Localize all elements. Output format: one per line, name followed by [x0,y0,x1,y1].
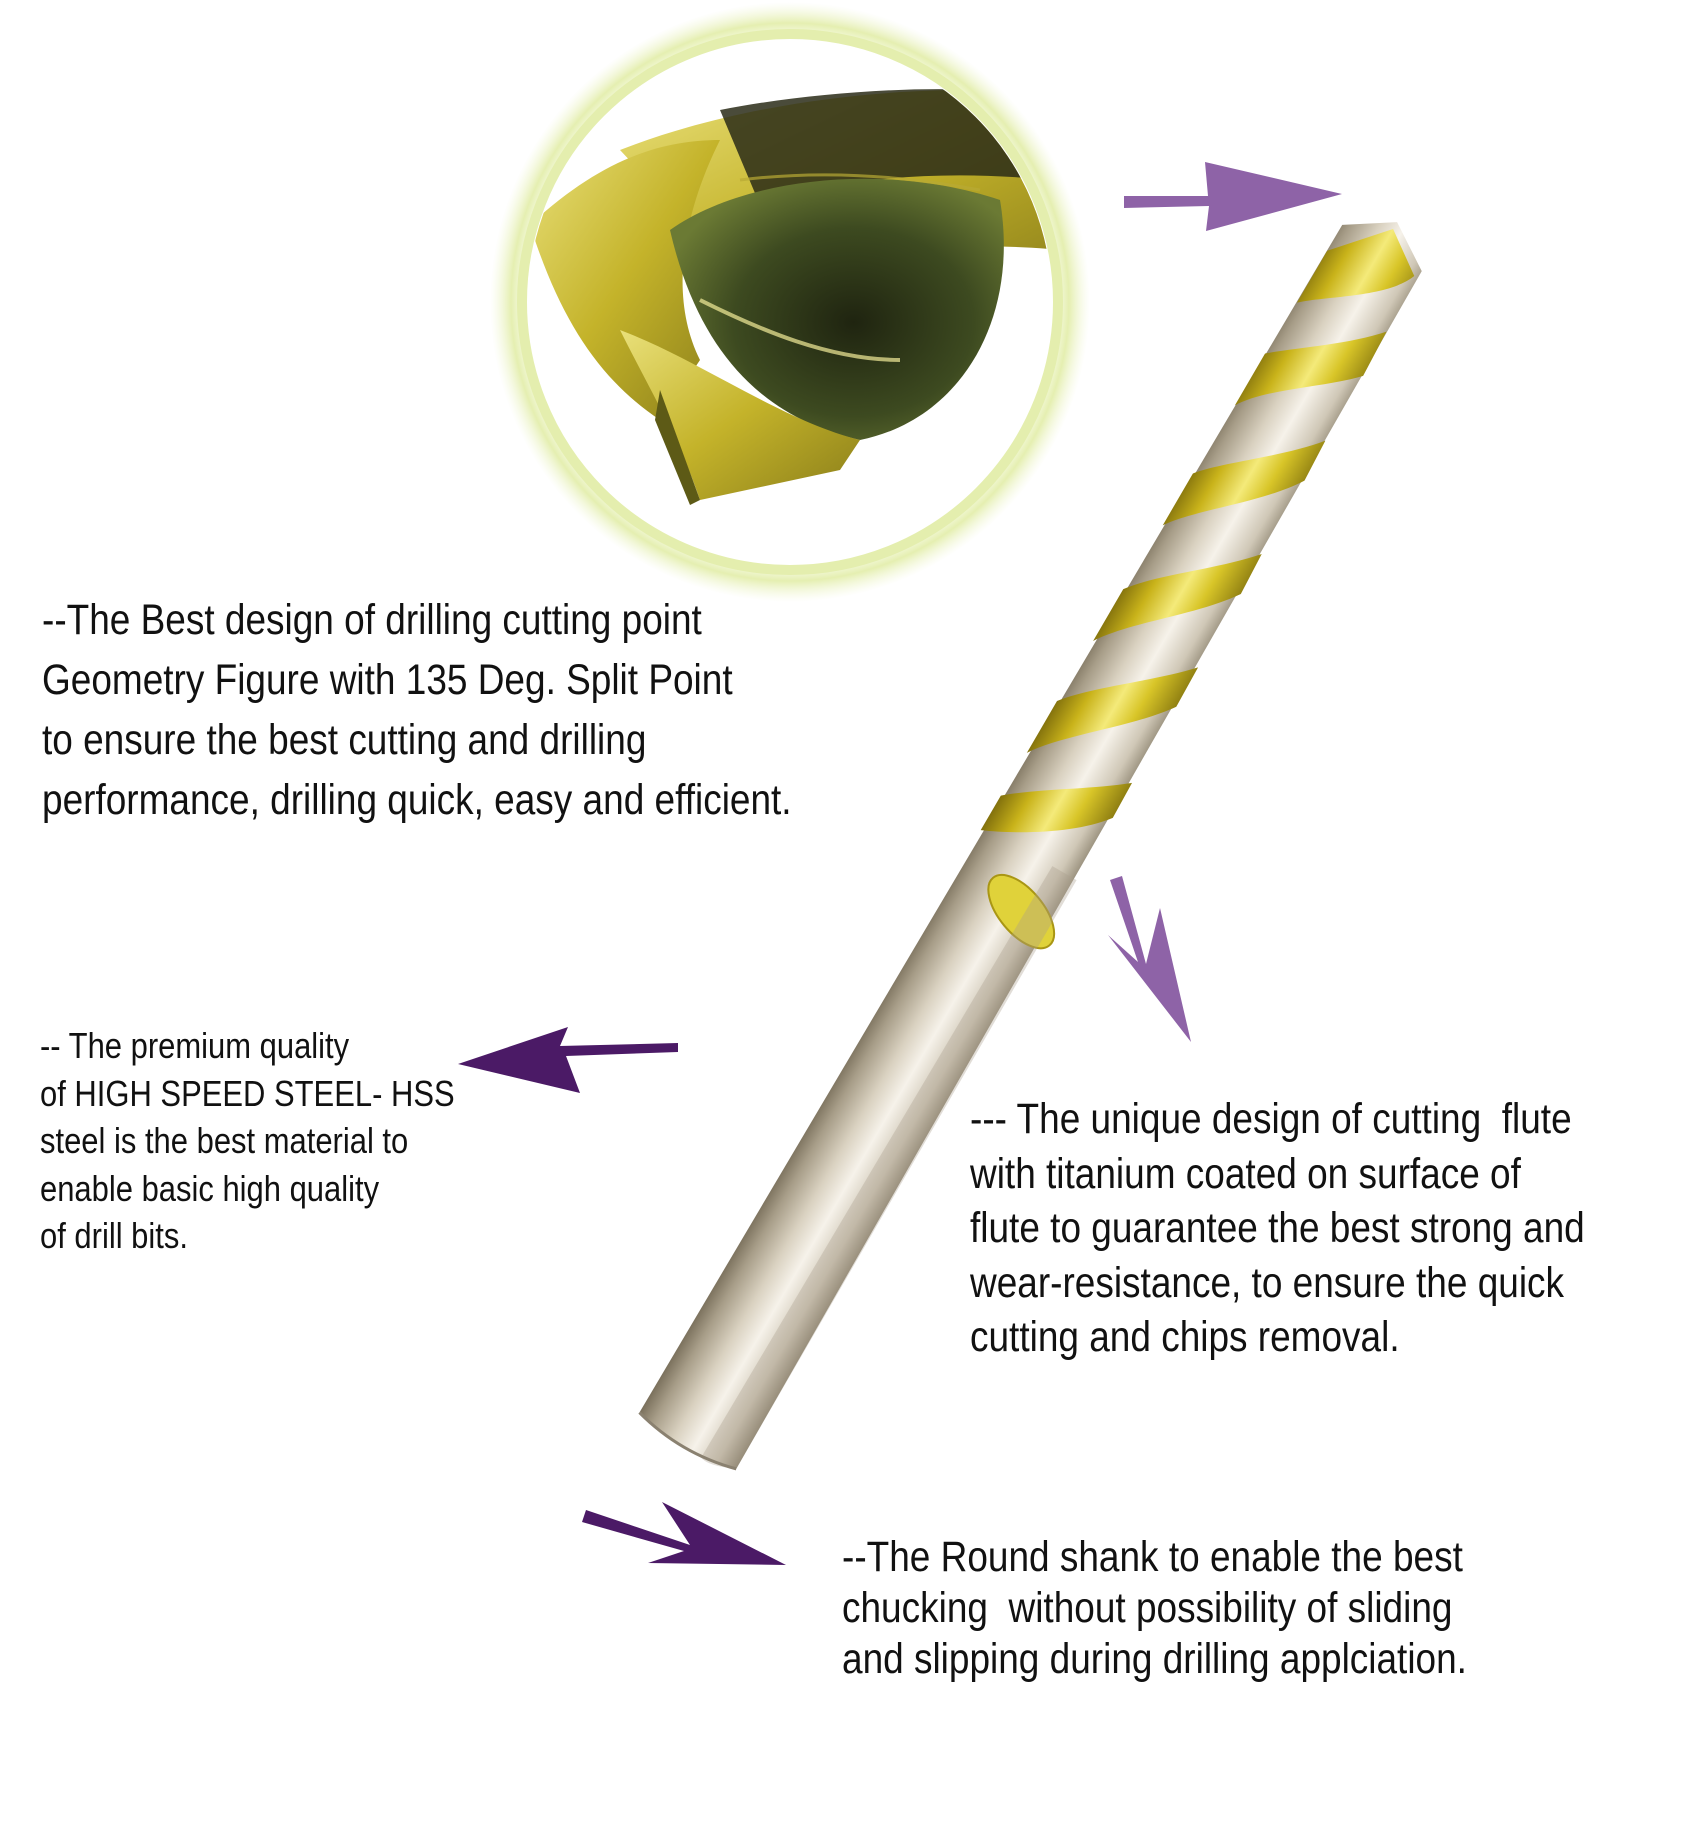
callout-line: cutting and chips removal. [970,1313,1400,1361]
callout-line: and slipping during drilling applciation… [842,1635,1467,1683]
tip-closeup [490,2,1090,602]
arrow-icon [1108,876,1191,1042]
drill-tip-closeup-icon [530,89,1052,505]
callout-line: with titanium coated on surface of [970,1149,1521,1198]
callout-line: of HIGH SPEED STEEL- HSS [40,1072,455,1114]
arrow-to-material [458,1027,678,1093]
callout-line: --- The unique design of cutting flute [970,1095,1572,1143]
drill-bit [638,222,1422,1471]
arrow-icon [582,1502,786,1565]
callout-line: of drill bits. [40,1215,188,1256]
titanium-flute [980,228,1415,950]
arrow-to-tip [1124,162,1342,231]
callout-tip-geometry: --The Best design of drilling cutting po… [42,590,792,830]
callout-line: wear-resistance, to ensure the quick [970,1258,1565,1307]
callout-titanium-flute: --- The unique design of cutting flute w… [970,1092,1585,1365]
callout-line: enable basic high quality [40,1167,380,1209]
callout-round-shank: --The Round shank to enable the best chu… [842,1532,1467,1685]
callout-line: Geometry Figure with 135 Deg. Split Poin… [42,656,733,704]
callout-line: steel is the best material to [40,1120,409,1161]
callout-line: to ensure the best cutting and drilling [42,716,647,764]
callout-line: performance, drilling quick, easy and ef… [42,776,792,824]
arrow-icon [458,1027,678,1093]
callout-line: --The Best design of drilling cutting po… [42,596,702,644]
callout-line: flute to guarantee the best strong and [970,1204,1585,1252]
arrow-to-shank [582,1502,786,1565]
callout-line: --The Round shank to enable the best [842,1533,1463,1581]
drill-bit-icon [638,222,1422,1471]
callout-line: -- The premium quality [40,1025,350,1066]
callout-line: chucking without possibility of sliding [842,1584,1453,1632]
callout-hss-material: -- The premium quality of HIGH SPEED STE… [40,1022,455,1260]
arrow-icon [1124,162,1342,231]
arrow-to-flute [1108,876,1191,1042]
